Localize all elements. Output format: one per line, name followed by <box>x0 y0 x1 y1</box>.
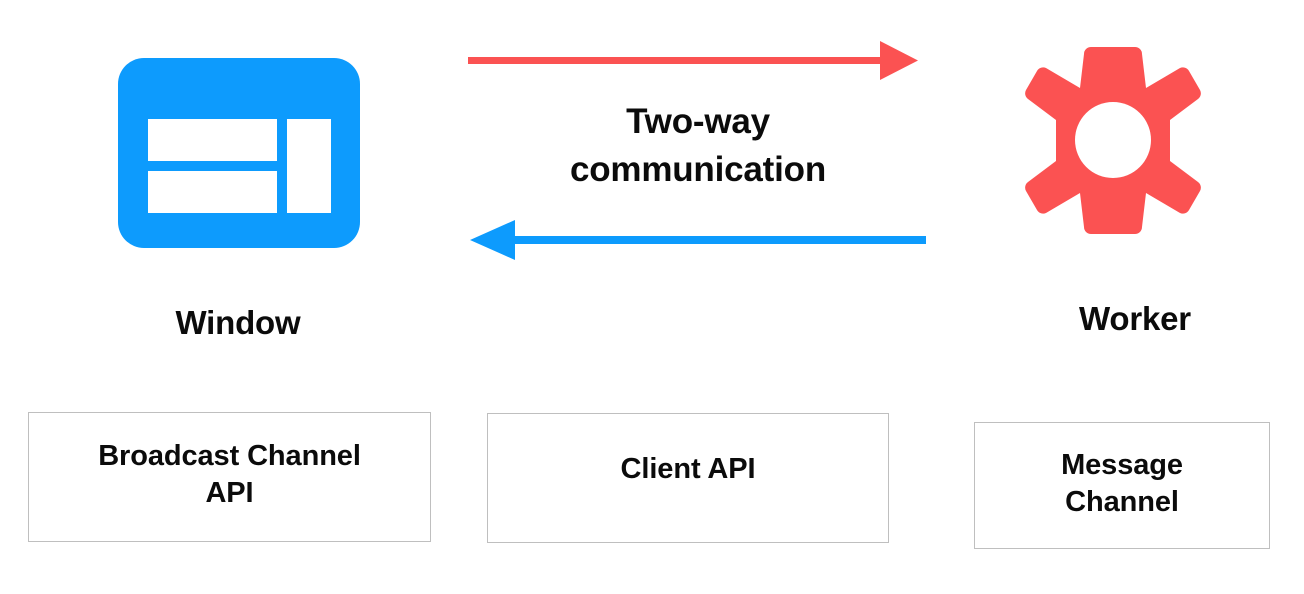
broadcast-channel-api-line-2: API <box>205 477 254 509</box>
window-node-label: Window <box>175 304 301 341</box>
worker-to-window-arrow <box>470 220 926 260</box>
worker-node-label: Worker <box>1079 300 1191 337</box>
client-api-box: Client API <box>487 413 889 543</box>
caption-line-1: Two-way <box>626 102 770 141</box>
message-channel-line-2: Channel <box>1065 486 1179 518</box>
gear-icon <box>1013 30 1213 260</box>
window-to-worker-arrow <box>468 41 918 80</box>
two-way-communication-caption: Two-way communication <box>470 98 926 193</box>
browser-window-icon <box>118 58 360 248</box>
caption-line-2: communication <box>569 149 827 189</box>
message-channel-line-1: Message <box>1061 448 1183 481</box>
client-api-label: Client API <box>620 453 756 485</box>
broadcast-channel-api-line-1: Broadcast Channel <box>98 439 361 472</box>
